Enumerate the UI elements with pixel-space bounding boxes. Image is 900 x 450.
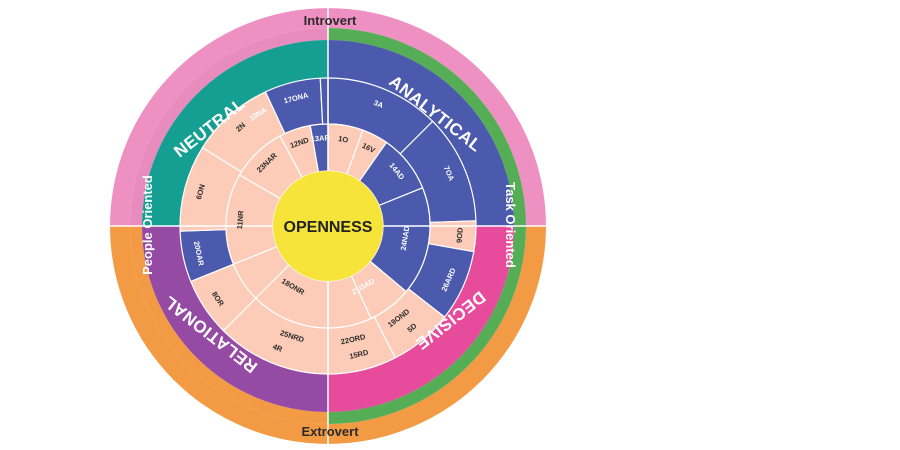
inner-segment-label: 11NR xyxy=(235,210,245,230)
inner-segment-label: 1O xyxy=(338,134,350,145)
task-oriented-band-lower xyxy=(328,226,526,424)
outer-label-bottom: Extrovert xyxy=(301,424,359,439)
outer-label-left: People Oriented xyxy=(140,175,155,275)
outer-segment-label: 6ON xyxy=(194,183,207,200)
task-oriented-band xyxy=(328,28,526,226)
inner-segment-label: 24NAD xyxy=(399,225,412,251)
quadrant-relational xyxy=(142,226,328,412)
quadrant-decisive xyxy=(328,226,514,412)
outer-segment-label: 15RD xyxy=(348,348,369,361)
outer-ring xyxy=(110,8,546,444)
outer-segment-label: 4R xyxy=(271,342,284,354)
quadrant-neutral xyxy=(142,40,328,226)
outer-label-right: Task Oriented xyxy=(503,182,518,268)
outer-label-top: Introvert xyxy=(304,13,357,28)
center-label: OPENNESS xyxy=(284,219,373,236)
extrovert-band-inner xyxy=(130,226,328,424)
center-circle xyxy=(273,171,383,281)
outer-segment-label: 3A xyxy=(372,98,385,110)
quadrant-analytical xyxy=(328,40,514,226)
quadrant-ring xyxy=(142,40,514,412)
outer-segment-label: 9OD xyxy=(455,227,465,244)
segment-rings xyxy=(110,8,546,444)
inner-segment-label: 13AR xyxy=(310,133,330,144)
people-oriented-band xyxy=(130,28,328,226)
